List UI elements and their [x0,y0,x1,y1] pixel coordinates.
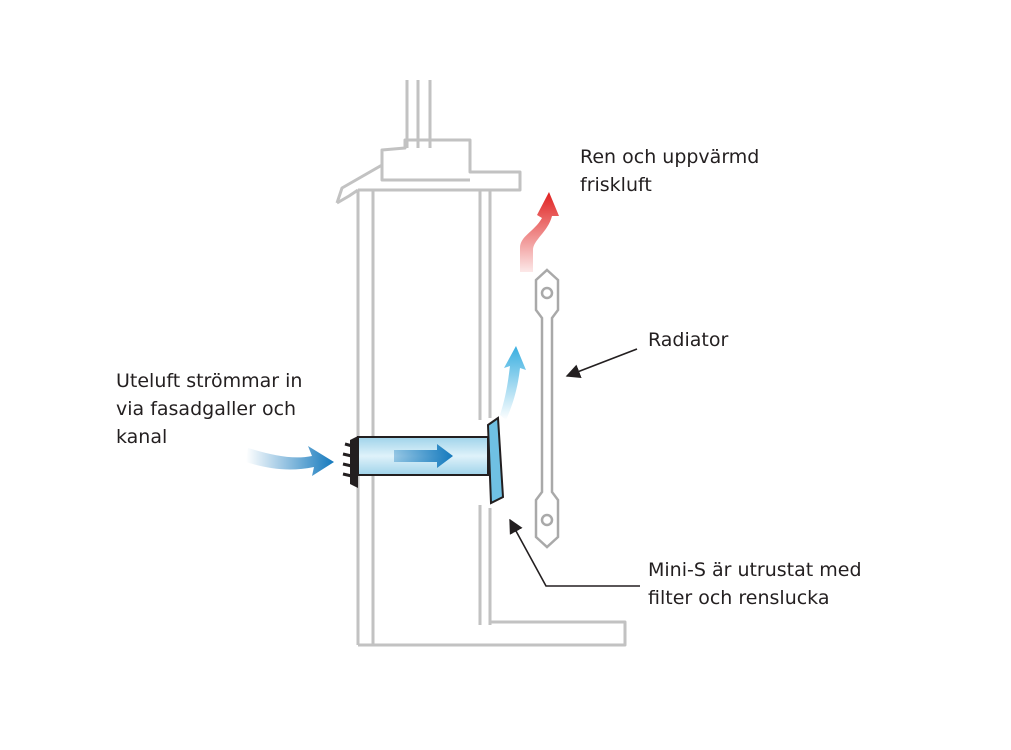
inflow-arrow [246,446,334,476]
warm-air-arrow [520,192,559,272]
window-sill [335,138,522,204]
radiator-label-text: Radiator [648,329,729,351]
window-frame [380,165,470,182]
mini-s-line-2: filter och renslucka [648,587,830,609]
radiator-pointer [565,348,638,379]
duct-inner-arrow [394,444,453,468]
outside-air-label: Uteluft strömmar in via fasadgaller och … [116,367,302,451]
radiator-label: Radiator [648,326,728,354]
outside-air-line-3: kanal [116,426,168,448]
mini-s-label: Mini-S är utrustat med filter och renslu… [648,556,862,612]
warm-air-line-2: friskluft [580,174,652,196]
mini-s-valve [486,416,505,505]
warm-air-line-1: Ren och uppvärmd [580,146,760,168]
radiator [534,268,560,549]
floor [358,620,627,647]
outside-air-line-1: Uteluft strömmar in [116,370,303,392]
facade-grille [342,436,358,488]
duct [357,436,489,476]
window-pane [405,80,432,148]
warm-air-label: Ren och uppvärmd friskluft [580,143,759,199]
wall [335,80,627,647]
mini-s-line-1: Mini-S är utrustat med [648,559,862,581]
upflow-arrow [500,346,526,420]
sill-drip [336,188,359,205]
outside-air-line-2: via fasadgaller och [116,398,297,420]
mini-s-pointer [509,518,640,587]
